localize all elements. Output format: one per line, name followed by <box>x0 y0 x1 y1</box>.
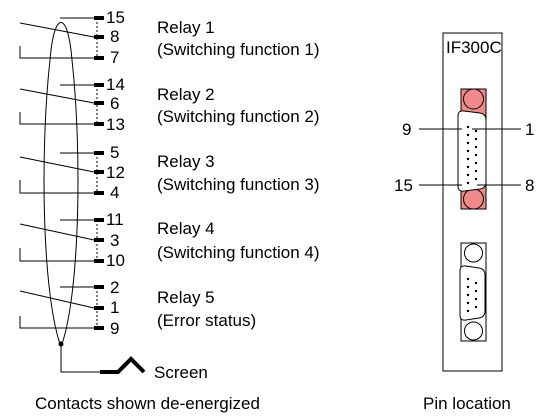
pin-number: 7 <box>110 48 119 67</box>
connector-pin-dot <box>474 161 478 165</box>
connector-pin-dot <box>466 309 470 313</box>
pin-number: 4 <box>110 183 119 202</box>
connector-pin-dot <box>474 169 478 173</box>
db15-pin-grid <box>466 125 478 185</box>
screen-label: Screen <box>154 363 208 382</box>
pin-number: 13 <box>106 115 125 134</box>
connector-pin-dot <box>466 149 470 153</box>
connector-pin-dot <box>466 141 470 145</box>
pin-label-9: 9 <box>402 120 411 139</box>
pin-label-8: 8 <box>525 176 534 195</box>
relay-function: (Switching function 3) <box>157 175 320 194</box>
screen-wire: Screen <box>60 344 208 382</box>
pin-number: 14 <box>106 75 125 94</box>
pin-marker <box>94 326 104 330</box>
pin-marker <box>94 122 104 126</box>
db15-shell <box>457 110 487 192</box>
relay-4: 11 3 10 Relay 4 (Switching function 4) <box>19 210 320 270</box>
connector-pin-dot <box>474 177 478 181</box>
pin-number: 3 <box>110 231 119 250</box>
pin-number: 2 <box>110 278 119 297</box>
connector-pin-dot <box>474 137 478 141</box>
pin-marker <box>94 35 104 39</box>
pin-marker <box>94 151 104 155</box>
pin-marker <box>94 218 104 222</box>
pin-marker <box>94 285 104 289</box>
pin-label-1: 1 <box>525 120 534 139</box>
pin-marker <box>94 170 104 174</box>
relay-function: (Switching function 1) <box>157 40 320 59</box>
connector-pin-dot <box>466 293 470 297</box>
connector-pin-dot <box>466 301 470 305</box>
connector-pin-dot <box>474 153 478 157</box>
pin-number: 6 <box>110 94 119 113</box>
relay-name: Relay 1 <box>157 18 215 37</box>
connector-pin-dot <box>466 165 470 169</box>
relay-2: 14 6 13 Relay 2 (Switching function 2) <box>19 75 320 134</box>
connector-pin-dot <box>466 181 470 185</box>
pin-number: 12 <box>106 163 125 182</box>
pin-marker <box>94 306 104 310</box>
relay-3: 5 12 4 Relay 3 (Switching function 3) <box>19 143 320 202</box>
connector-pin-dot <box>466 285 470 289</box>
pin-number: 10 <box>106 251 125 270</box>
pin-marker <box>94 83 104 87</box>
connector-pin-dot <box>474 305 478 309</box>
pin-number: 11 <box>106 210 124 229</box>
relay-1: 15 8 7 Relay 1 (Switching function 1) <box>19 8 320 67</box>
relay-function: (Switching function 4) <box>157 243 320 262</box>
pin-location-caption: Pin location <box>423 394 511 413</box>
connector-pin-dot <box>474 281 478 285</box>
relay-name: Relay 2 <box>157 85 215 104</box>
connector-pin-dot <box>474 129 478 133</box>
pin-marker <box>94 56 104 60</box>
panel-outline <box>442 32 503 372</box>
cable-bundle <box>43 22 79 345</box>
pin-marker <box>94 16 104 20</box>
pin-marker <box>94 191 104 195</box>
pin-number: 15 <box>106 8 125 27</box>
left-caption: Contacts shown de-energized <box>35 394 260 413</box>
connector-pin-dot <box>474 145 478 149</box>
pin-label-15: 15 <box>394 176 413 195</box>
db15-connector <box>457 88 487 210</box>
relay-name: Relay 3 <box>157 152 215 171</box>
connector-pin-dot <box>466 277 470 281</box>
relay-name: Relay 4 <box>157 219 215 238</box>
pin-number: 1 <box>110 298 119 317</box>
pin-marker <box>94 101 104 105</box>
db9-shell <box>459 265 486 321</box>
relay-name: Relay 5 <box>157 288 215 307</box>
db9-pin-grid <box>466 277 478 313</box>
connector-pin-dot <box>474 289 478 293</box>
db9-connector <box>459 242 487 342</box>
pin-marker <box>94 259 104 263</box>
device-panel: IF300C 9 1 15 8 <box>394 32 534 372</box>
connector-pin-dot <box>466 173 470 177</box>
pin-number: 9 <box>110 319 119 338</box>
connector-pin-dot <box>466 157 470 161</box>
relay-function: (Switching function 2) <box>157 107 320 126</box>
connector-pin-dot <box>474 297 478 301</box>
pin-number: 8 <box>110 27 119 46</box>
relay-5: 2 1 9 Relay 5 (Error status) <box>19 278 256 338</box>
relay-function: (Error status) <box>157 311 256 330</box>
device-model-label: IF300C <box>446 38 502 57</box>
connector-pin-dot <box>466 133 470 137</box>
pin-marker <box>94 238 104 242</box>
connector-pin-dot <box>466 125 470 129</box>
pin-number: 5 <box>110 143 119 162</box>
